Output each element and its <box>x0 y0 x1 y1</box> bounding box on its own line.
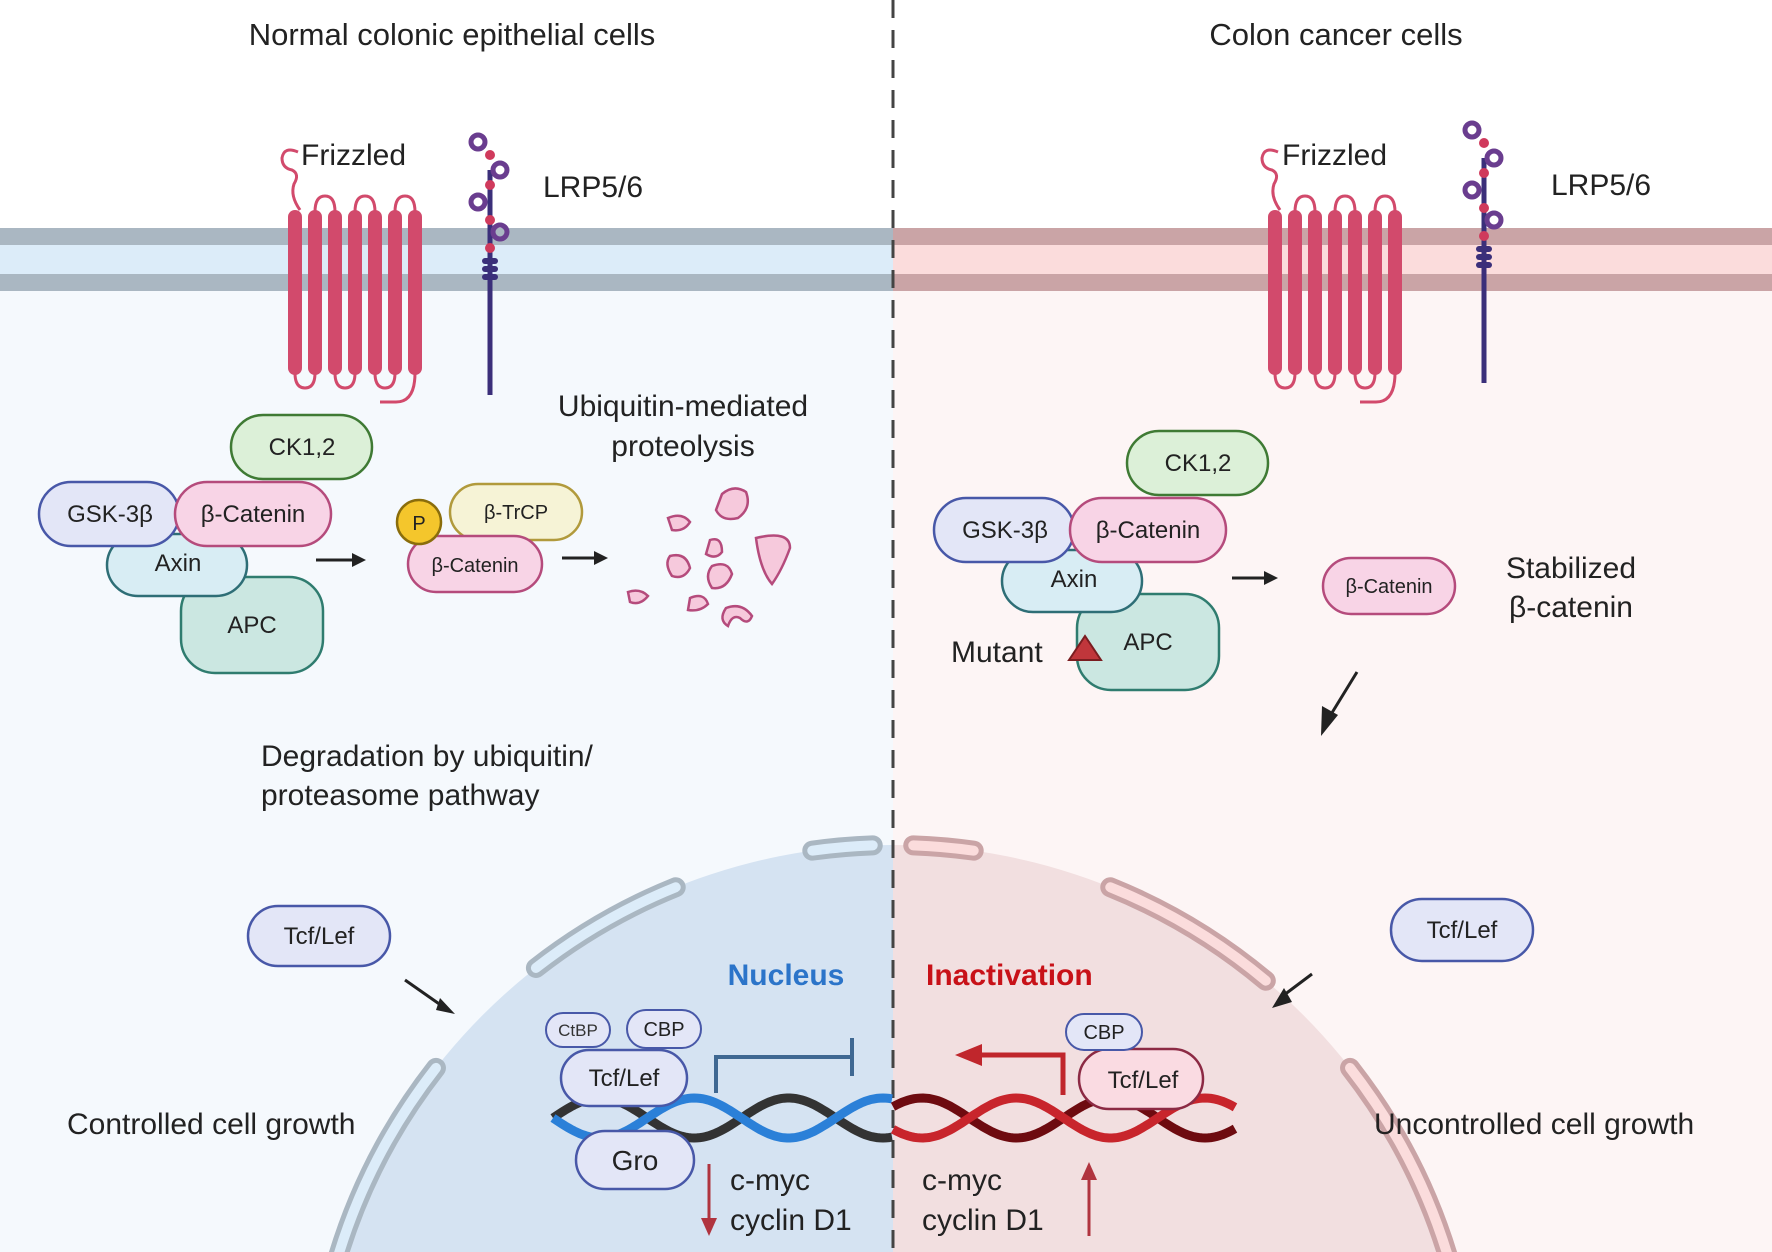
phosphate-icon <box>395 498 443 546</box>
tcf-lef-bound-left <box>559 1048 689 1108</box>
degradation-label-line1: Degradation by ubiquitin/ <box>261 740 594 773</box>
nucleus-label: Nucleus <box>728 959 845 992</box>
beta-catenin-label: β-Catenin <box>201 501 306 528</box>
inactivation-label: Inactivation <box>926 959 1093 992</box>
gene-cmyc-left: c-myc <box>730 1164 810 1197</box>
beta-trcp-label: β-TrCP <box>484 502 548 524</box>
axin-protein-right <box>1000 548 1144 614</box>
cbp-protein-right <box>1065 1013 1143 1051</box>
degradation-label-line2: proteasome pathway <box>261 779 540 812</box>
axin-label: Axin <box>155 550 202 577</box>
lrp-receptor-left <box>468 132 510 395</box>
arrow-down-left-icon <box>1321 671 1359 736</box>
phosphate-label: P <box>412 513 425 535</box>
frizzled-label-right: Frizzled <box>1282 139 1387 172</box>
frizzled-label-left: Frizzled <box>301 139 406 172</box>
cbp-left-label: CBP <box>643 1019 684 1041</box>
gene-cyclin-right: cyclin D1 <box>922 1204 1044 1237</box>
repression-symbol <box>714 1038 854 1093</box>
beta-catenin-stabilized <box>1321 556 1457 616</box>
ck12-protein-right <box>1125 429 1270 497</box>
beta-catenin-complexed <box>173 480 333 548</box>
beta-catenin-right-label: β-Catenin <box>1096 517 1201 544</box>
nuclear-envelope-segment-core <box>530 882 681 973</box>
arrow-right-icon <box>316 553 366 567</box>
uncontrolled-growth-label: Uncontrolled cell growth <box>1374 1108 1694 1141</box>
apc-right-label: APC <box>1123 629 1172 656</box>
ck12-right-label: CK1,2 <box>1165 450 1232 477</box>
gene-cyclin-left: cyclin D1 <box>730 1204 852 1237</box>
gene-cmyc-right: c-myc <box>922 1164 1002 1197</box>
apc-protein-right <box>1075 592 1221 692</box>
tcf-lef-free-right-label: Tcf/Lef <box>1427 917 1498 944</box>
arrow-right-icon <box>1232 571 1278 585</box>
arrow-down-right-icon <box>404 978 455 1014</box>
beta-catenin-phospho-label: β-Catenin <box>431 555 518 577</box>
right-title: Colon cancer cells <box>1209 17 1462 52</box>
tcf-lef-free-left-label: Tcf/Lef <box>284 923 355 950</box>
left-title: Normal colonic epithelial cells <box>249 17 656 52</box>
axin-right-label: Axin <box>1051 566 1098 593</box>
left-nucleus <box>339 845 893 1252</box>
lrp-label-right: LRP5/6 <box>1551 169 1651 202</box>
nuclear-envelope-segment-core <box>807 840 878 856</box>
gsk3b-right-label: GSK-3β <box>962 517 1048 544</box>
arrow-right-icon <box>562 551 608 565</box>
left-cell-membrane <box>0 228 893 291</box>
controlled-growth-label: Controlled cell growth <box>67 1108 355 1141</box>
gro-label: Gro <box>612 1145 659 1176</box>
cbp-protein-left <box>626 1009 702 1049</box>
frizzled-receptor-right <box>1260 148 1402 404</box>
axin-protein <box>105 532 249 598</box>
ctbp-label: CtBP <box>558 1021 598 1040</box>
frizzled-receptor-left <box>280 148 422 404</box>
ck12-protein <box>229 413 374 481</box>
proteolysis-label-line2: proteolysis <box>611 430 754 463</box>
proteolysis-label-line1: Ubiquitin-mediated <box>558 390 808 423</box>
left-nuclear-envelope <box>328 835 883 1252</box>
tcf-lef-free-left <box>246 904 392 968</box>
tcf-lef-bound-left-label: Tcf/Lef <box>589 1065 660 1092</box>
beta-catenin-stabilized-label: β-Catenin <box>1345 576 1432 598</box>
nuclear-envelope-segment-core <box>908 840 979 856</box>
destruction-complex-right: APC Axin GSK-3β CK1,2 β-Catenin <box>932 429 1270 692</box>
ck12-label: CK1,2 <box>269 434 336 461</box>
stabilized-label-line1: Stabilized <box>1506 552 1636 585</box>
lrp-receptor-right <box>1462 120 1504 383</box>
arrow-up-icon <box>1081 1162 1097 1236</box>
arrow-down-left-icon <box>1272 972 1313 1008</box>
protein-fragments-icon <box>626 487 792 628</box>
beta-catenin-complexed-right <box>1068 496 1228 564</box>
ctbp-protein <box>545 1012 611 1048</box>
gro-protein <box>574 1129 696 1191</box>
stabilized-label-line2: β-catenin <box>1509 591 1633 624</box>
right-nuclear-envelope <box>903 835 1458 1252</box>
mutation-triangle-icon <box>1067 634 1103 661</box>
transcription-arrow-icon <box>955 1044 1066 1095</box>
tcf-lef-bound-right <box>1077 1047 1205 1111</box>
nuclear-envelope-segment-core <box>334 1062 441 1252</box>
apc-label: APC <box>227 612 276 639</box>
apc-protein <box>179 575 325 675</box>
lrp-label-left: LRP5/6 <box>543 171 643 204</box>
tcf-lef-free-right <box>1389 897 1535 963</box>
nuclear-envelope-segment-core <box>1105 882 1271 986</box>
destruction-complex-left: APC Axin GSK-3β CK1,2 β-Catenin <box>37 413 374 675</box>
mutant-label: Mutant <box>951 636 1043 669</box>
arrow-down-icon <box>701 1164 717 1236</box>
gsk3b-label: GSK-3β <box>67 501 153 528</box>
nuclear-envelope-segment-core <box>1345 1062 1452 1252</box>
cbp-right-label: CBP <box>1083 1022 1124 1044</box>
beta-catenin-phosphorylated <box>406 534 544 594</box>
tcf-lef-bound-right-label: Tcf/Lef <box>1108 1067 1179 1094</box>
